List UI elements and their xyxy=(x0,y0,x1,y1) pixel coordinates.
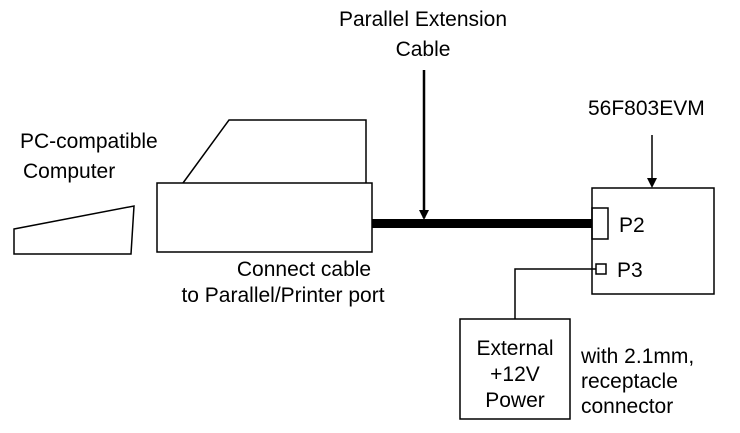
evm-label: 56F803EVM xyxy=(588,97,705,120)
cable-label-line1: Parallel Extension xyxy=(339,8,507,31)
p3-label: P3 xyxy=(617,259,643,282)
power-supply-box xyxy=(459,318,571,420)
connector-label-line1: with 2.1mm, xyxy=(580,345,694,368)
pc-label-line2: Computer xyxy=(23,160,115,183)
p2-connector xyxy=(591,207,609,240)
cable-label-line2: Cable xyxy=(396,38,451,61)
p3-connector xyxy=(595,263,607,275)
connect-label-line1: Connect cable xyxy=(237,258,371,281)
parallel-cable xyxy=(372,219,592,228)
evm-board xyxy=(591,187,715,295)
connector-label-line3: connector xyxy=(581,395,673,418)
pc-label-line1: PC-compatible xyxy=(20,130,158,153)
monitor-shape xyxy=(182,119,367,184)
power-label-line1: External xyxy=(476,337,553,360)
connect-label-line2: to Parallel/Printer port xyxy=(181,284,384,307)
keyboard-shape xyxy=(13,205,135,255)
power-label-line3: Power xyxy=(485,389,545,412)
power-cable xyxy=(514,268,596,319)
computer-body xyxy=(156,182,373,253)
power-label-line2: +12V xyxy=(490,363,540,386)
connector-label-line2: receptacle xyxy=(581,370,678,393)
p2-label: P2 xyxy=(619,214,645,237)
